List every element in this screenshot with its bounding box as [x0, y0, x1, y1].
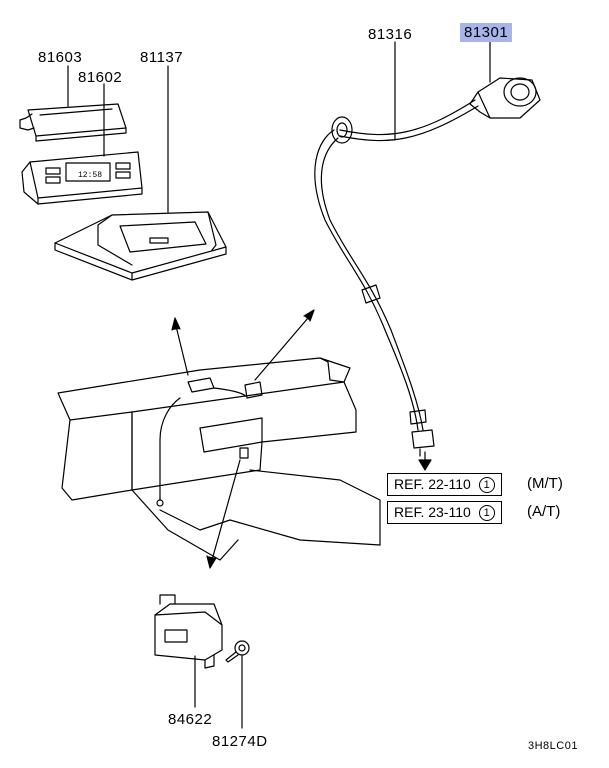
ref-box-1[interactable]: REF. 22-110 1 [387, 473, 502, 497]
dashboard [57, 357, 381, 561]
ref-box-2[interactable]: REF. 23-110 1 [387, 501, 502, 525]
label-81137: 81137 [140, 49, 184, 66]
diagram-code: 3H8LC01 [528, 740, 578, 752]
ref-circle-number: 1 [478, 477, 495, 494]
label-81603: 81603 [38, 49, 83, 66]
speedometer-cable-81316 [314, 99, 479, 457]
clock-81602 [21, 151, 143, 205]
screw-81274d [225, 640, 250, 663]
label-81316: 81316 [368, 26, 413, 43]
cover-81603 [19, 103, 127, 142]
relay-84622 [154, 594, 223, 669]
label-84622: 84622 [168, 711, 213, 728]
ref-arrow [418, 451, 432, 471]
ref-suffix-at: (A/T) [527, 503, 561, 520]
pointer-arrows [171, 309, 315, 569]
bezel-81137 [54, 211, 227, 281]
ref-circle-number: 1 [478, 505, 495, 522]
ref-suffix-mt: (M/T) [527, 475, 563, 492]
ref-text: REF. 22-110 [394, 476, 471, 492]
label-81602: 81602 [78, 69, 123, 86]
clock-display-text: 12:58 [78, 171, 102, 180]
label-81301: 81301 [460, 23, 513, 42]
connector-81301 [469, 77, 541, 119]
ref-text: REF. 23-110 [394, 504, 471, 520]
label-81274d: 81274D [212, 733, 268, 750]
